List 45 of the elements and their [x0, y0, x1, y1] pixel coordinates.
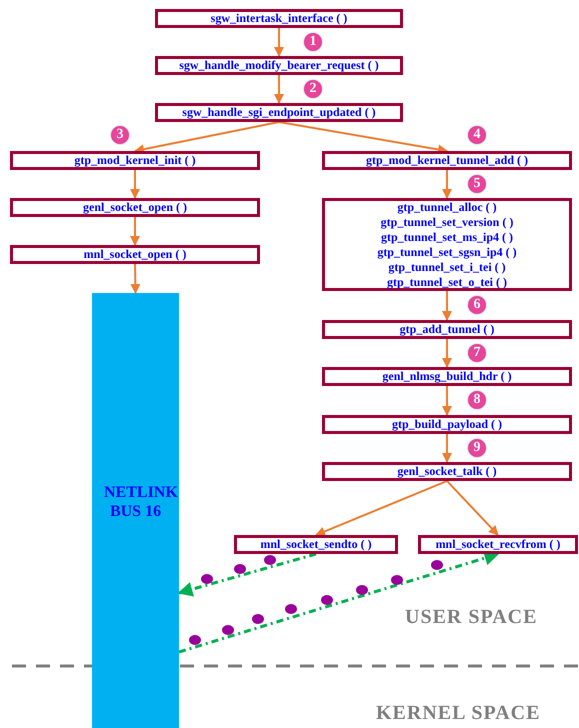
arrow	[442, 434, 452, 463]
function-name: gtp_tunnel_set_sgsn_ip4 ( )	[376, 244, 518, 260]
function-box: gtp_mod_kernel_tunnel_add ( )	[322, 151, 572, 170]
step-number: 9	[468, 439, 486, 457]
function-name: gtp_tunnel_alloc ( )	[396, 200, 498, 214]
function-box: genl_nlmsg_build_hdr ( )	[322, 367, 572, 386]
function-box: gtp_build_payload ( )	[322, 415, 572, 434]
arrow	[442, 386, 452, 416]
arrow	[442, 291, 452, 321]
arrow	[130, 264, 140, 294]
step-number: 1	[304, 33, 322, 51]
function-box: genl_socket_open ( )	[10, 198, 260, 217]
arrow	[442, 339, 452, 368]
step-number: 8	[468, 391, 486, 409]
step-number: 5	[468, 175, 486, 193]
function-name: gtp_tunnel_set_o_tei ( )	[386, 274, 508, 290]
region-label: USER SPACE	[405, 606, 538, 629]
dashed-arrow	[178, 552, 316, 597]
step-number: 2	[304, 80, 322, 98]
function-box: gtp_mod_kernel_init ( )	[10, 151, 260, 170]
function-box: mnl_socket_open ( )	[10, 245, 260, 264]
step-number: 4	[468, 126, 486, 144]
arrow	[446, 480, 499, 536]
function-box: sgw_handle_modify_bearer_request ( )	[155, 56, 403, 75]
function-box: genl_socket_talk ( )	[322, 462, 572, 481]
region-label: KERNEL SPACE	[376, 702, 540, 725]
arrow	[315, 480, 448, 536]
arrow	[274, 75, 284, 104]
arrow	[274, 28, 284, 57]
step-number: 3	[111, 126, 129, 144]
function-name: gtp_tunnel_set_version ( )	[380, 214, 514, 230]
function-box: mnl_socket_recvfrom ( )	[418, 535, 578, 554]
function-box: mnl_socket_sendto ( )	[234, 535, 398, 554]
arrow	[130, 217, 140, 246]
function-box: sgw_handle_sgi_endpoint_updated ( )	[155, 103, 403, 122]
netlink-bus-bar: NETLINK BUS 16	[92, 293, 179, 728]
arrow	[442, 170, 452, 199]
function-name: gtp_tunnel_set_i_tei ( )	[387, 260, 507, 274]
step-number: 6	[468, 296, 486, 314]
function-list-box	[322, 198, 572, 291]
function-box: sgw_intertask_interface ( )	[155, 9, 403, 28]
step-number: 7	[468, 344, 486, 362]
function-name: gtp_tunnel_set_ms_ip4 ( )	[380, 230, 514, 244]
arrow	[130, 170, 140, 199]
function-box: gtp_add_tunnel ( )	[322, 320, 572, 339]
